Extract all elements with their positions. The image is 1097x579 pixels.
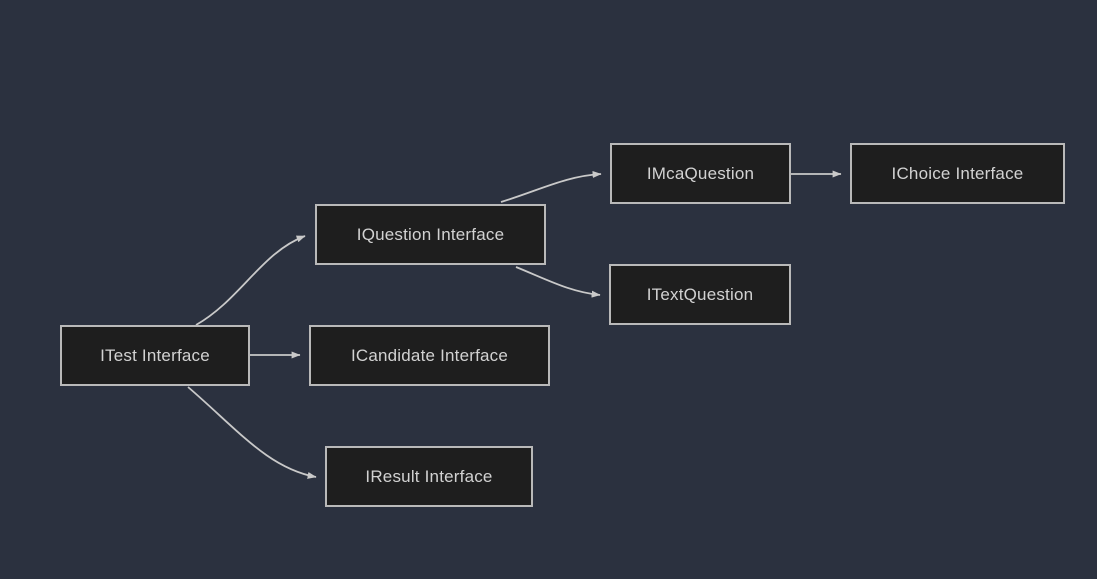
edge-itest-to-iresult: [187, 386, 317, 479]
node-icandidate-interface[interactable]: ICandidate Interface: [309, 325, 550, 386]
node-iquestion-interface[interactable]: IQuestion Interface: [315, 204, 546, 265]
node-label: IMcaQuestion: [646, 163, 755, 183]
edge-iquestion-to-imcaquestion: [500, 170, 602, 203]
node-ichoice-interface[interactable]: IChoice Interface: [850, 143, 1065, 204]
edge-itest-to-iquestion: [195, 235, 306, 326]
node-iresult-interface[interactable]: IResult Interface: [325, 446, 533, 507]
node-imcaquestion[interactable]: IMcaQuestion: [610, 143, 791, 204]
node-label: ITest Interface: [100, 345, 210, 365]
node-itest-interface[interactable]: ITest Interface: [60, 325, 250, 386]
edge-iquestion-to-itextquestion: [515, 266, 601, 298]
node-label: ICandidate Interface: [350, 345, 509, 365]
node-label: IResult Interface: [365, 466, 493, 486]
node-label: IQuestion Interface: [356, 224, 505, 244]
node-itextquestion[interactable]: ITextQuestion: [609, 264, 791, 325]
node-label: ITextQuestion: [646, 284, 754, 304]
node-label: IChoice Interface: [891, 163, 1024, 183]
